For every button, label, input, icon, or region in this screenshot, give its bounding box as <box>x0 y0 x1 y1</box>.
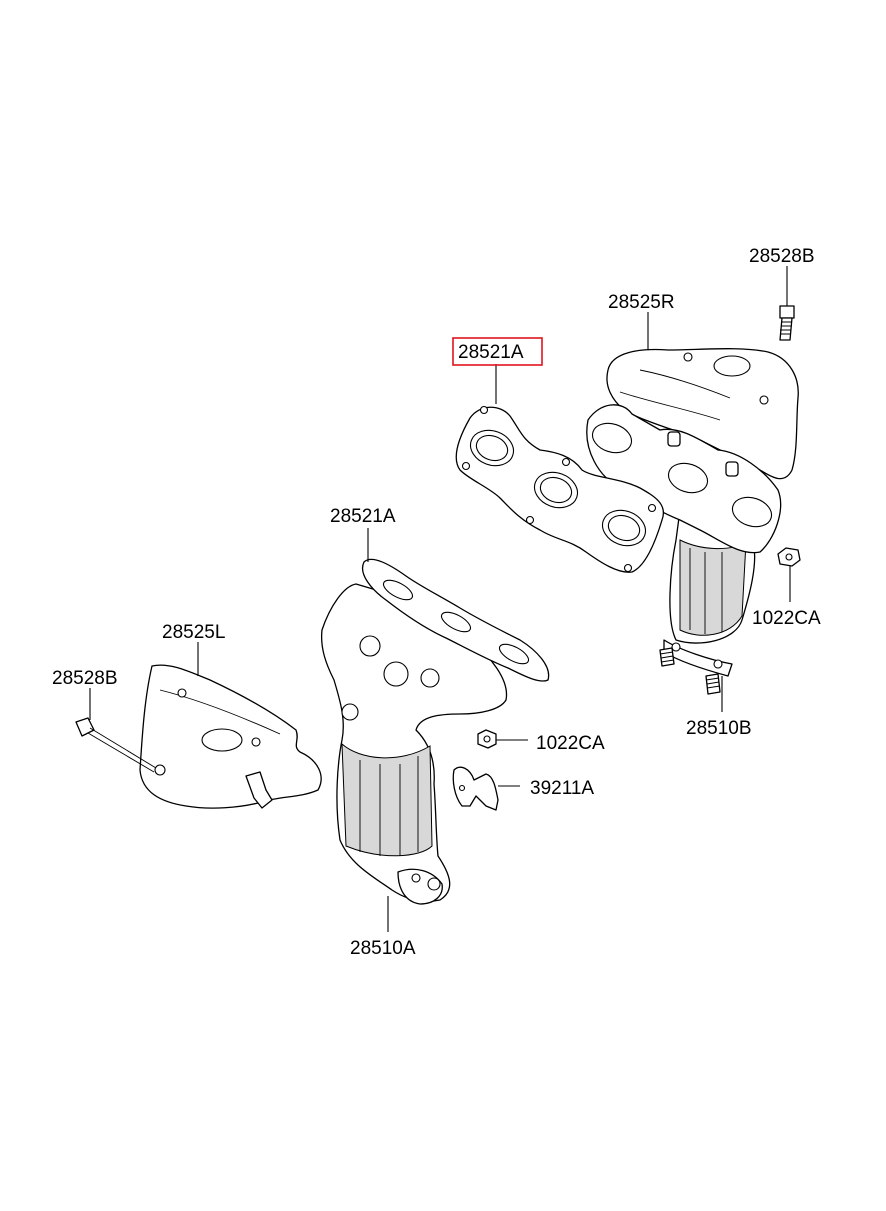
leader-lines <box>89 266 791 932</box>
label-manifold-left[interactable]: 28510A <box>350 938 416 959</box>
nut-right[interactable] <box>777 547 801 567</box>
label-manifold-right[interactable]: 28510B <box>686 718 752 739</box>
highlight-box <box>452 337 543 366</box>
label-bracket[interactable]: 39211A <box>530 778 594 799</box>
gasket-right[interactable] <box>455 405 665 573</box>
heat-shield-left[interactable] <box>139 664 322 809</box>
label-heat-shield-left[interactable]: 28525L <box>162 622 225 643</box>
manifold-right[interactable] <box>659 504 756 695</box>
manifold-left[interactable] <box>320 583 508 905</box>
bolt-left[interactable] <box>75 717 157 773</box>
heat-shield-right[interactable] <box>606 348 799 480</box>
part-labels: 28528B 28525R 28521A 28521A 28525L 28528… <box>52 246 821 959</box>
label-gasket-left[interactable]: 28521A <box>330 506 396 527</box>
label-gasket-right[interactable]: 28521A <box>458 342 524 363</box>
label-heat-shield-right[interactable]: 28525R <box>608 292 675 313</box>
label-bolt-left[interactable]: 28528B <box>52 668 118 689</box>
label-nut-right[interactable]: 1022CA <box>752 608 821 629</box>
nut-left[interactable] <box>477 729 497 749</box>
label-bolt-right[interactable]: 28528B <box>749 246 815 267</box>
manifold-flange-right <box>586 404 782 554</box>
gasket-left[interactable] <box>361 558 550 682</box>
bracket[interactable] <box>452 766 499 811</box>
bolt-right[interactable] <box>779 305 795 341</box>
label-nut-left[interactable]: 1022CA <box>536 733 605 754</box>
